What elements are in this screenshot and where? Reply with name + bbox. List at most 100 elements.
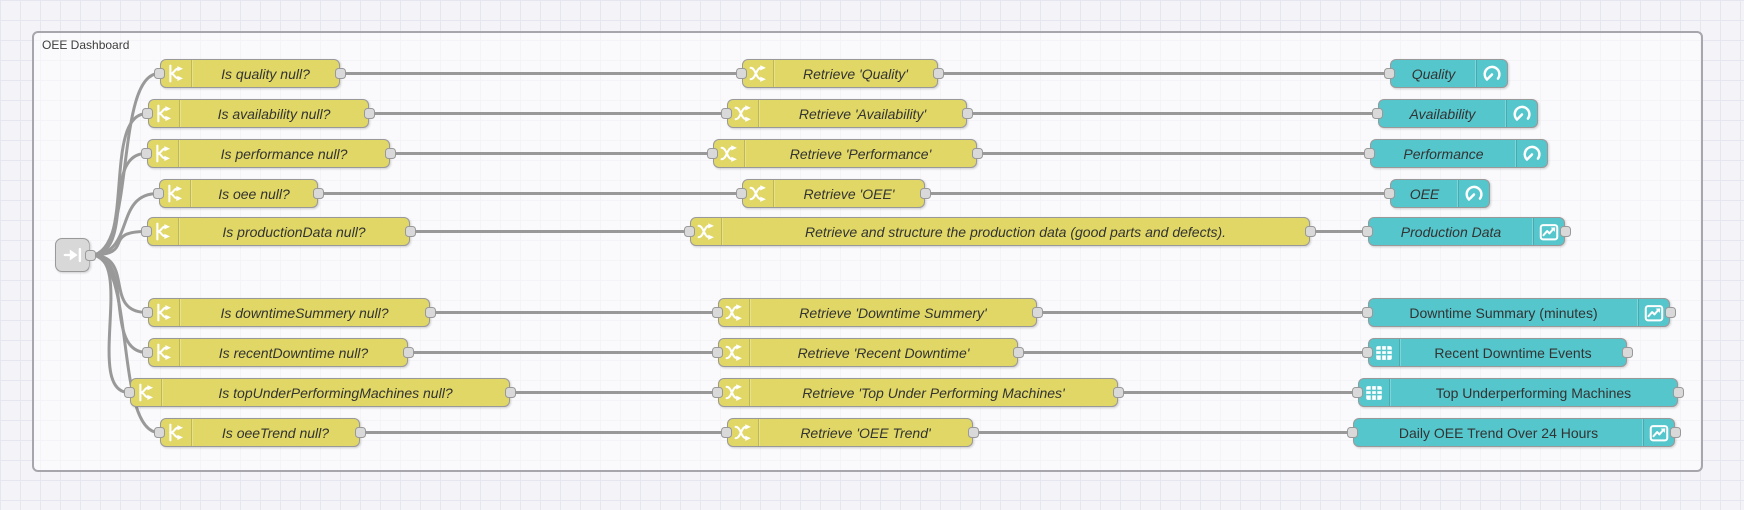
- ui-table-top-underperforming-machines[interactable]: Top Underperforming Machines: [1352, 378, 1684, 407]
- node-label: Is performance null?: [220, 145, 348, 162]
- switch-icon: [148, 140, 179, 167]
- node-label: Retrieve 'OEE Trend': [800, 424, 931, 441]
- gauge-icon: [1506, 100, 1537, 127]
- output-port[interactable]: [505, 387, 516, 398]
- change-retrieve-performance[interactable]: Retrieve 'Performance': [707, 139, 983, 168]
- output-port[interactable]: [85, 249, 96, 261]
- output-port[interactable]: [933, 68, 944, 79]
- input-port[interactable]: [154, 427, 165, 438]
- switch-is-performance-null[interactable]: Is performance null?: [141, 139, 396, 168]
- change-icon: [691, 218, 722, 245]
- link-in-node[interactable]: [55, 238, 96, 272]
- ui-chart-production-data[interactable]: Production Data: [1362, 217, 1571, 246]
- output-port[interactable]: [1032, 307, 1043, 318]
- output-port[interactable]: [1622, 347, 1633, 358]
- switch-icon: [149, 100, 180, 127]
- input-port[interactable]: [154, 68, 165, 79]
- change-retrieve-quality[interactable]: Retrieve 'Quality': [736, 59, 944, 88]
- output-port[interactable]: [1670, 427, 1681, 438]
- ui-table-recent-downtime-events[interactable]: Recent Downtime Events: [1362, 338, 1633, 367]
- node-label: Availability: [1409, 105, 1476, 122]
- input-port[interactable]: [142, 108, 153, 119]
- switch-is-availability-null[interactable]: Is availability null?: [142, 99, 375, 128]
- table-icon: [1369, 339, 1400, 366]
- output-port[interactable]: [968, 427, 979, 438]
- switch-is-downtimesummery-null[interactable]: Is downtimeSummery null?: [142, 298, 436, 327]
- node-label: Daily OEE Trend Over 24 Hours: [1398, 424, 1599, 441]
- input-port[interactable]: [1384, 188, 1395, 199]
- input-port[interactable]: [1362, 226, 1373, 237]
- switch-is-topunderperformingmachines-null[interactable]: Is topUnderPerformingMachines null?: [124, 378, 516, 407]
- input-port[interactable]: [153, 188, 164, 199]
- node-label: Is productionData null?: [222, 223, 366, 240]
- output-port[interactable]: [1305, 226, 1316, 237]
- ui-gauge-oee[interactable]: OEE: [1384, 179, 1490, 208]
- change-retrieve-oee-trend[interactable]: Retrieve 'OEE Trend': [721, 418, 979, 447]
- ui-chart-daily-oee-trend[interactable]: Daily OEE Trend Over 24 Hours: [1347, 418, 1681, 447]
- node-label: Downtime Summary (minutes): [1409, 304, 1598, 321]
- gauge-icon: [1476, 60, 1507, 87]
- switch-is-recentdowntime-null[interactable]: Is recentDowntime null?: [142, 338, 414, 367]
- change-retrieve-availability[interactable]: Retrieve 'Availability': [721, 99, 973, 128]
- input-port[interactable]: [712, 347, 723, 358]
- input-port[interactable]: [1352, 387, 1363, 398]
- output-port[interactable]: [364, 108, 375, 119]
- input-port[interactable]: [712, 307, 723, 318]
- output-port[interactable]: [335, 68, 346, 79]
- output-port[interactable]: [920, 188, 931, 199]
- output-port[interactable]: [425, 307, 436, 318]
- output-port[interactable]: [1665, 307, 1676, 318]
- change-retrieve-top-under-performing[interactable]: Retrieve 'Top Under Performing Machines': [712, 378, 1124, 407]
- output-port[interactable]: [313, 188, 324, 199]
- input-port[interactable]: [1362, 307, 1373, 318]
- change-retrieve-production-data[interactable]: Retrieve and structure the production da…: [684, 217, 1316, 246]
- switch-is-quality-null[interactable]: Is quality null?: [154, 59, 346, 88]
- input-port[interactable]: [124, 387, 135, 398]
- switch-is-oeetrend-null[interactable]: Is oeeTrend null?: [154, 418, 366, 447]
- ui-chart-downtime-summary[interactable]: Downtime Summary (minutes): [1362, 298, 1676, 327]
- output-port[interactable]: [1673, 387, 1684, 398]
- input-port[interactable]: [1362, 347, 1373, 358]
- input-port[interactable]: [712, 387, 723, 398]
- input-port[interactable]: [736, 188, 747, 199]
- input-port[interactable]: [142, 347, 153, 358]
- change-icon: [728, 419, 759, 446]
- output-port[interactable]: [972, 148, 983, 159]
- input-port[interactable]: [142, 307, 153, 318]
- output-port[interactable]: [1013, 347, 1024, 358]
- input-port[interactable]: [736, 68, 747, 79]
- input-port[interactable]: [1347, 427, 1358, 438]
- input-port[interactable]: [707, 148, 718, 159]
- input-port[interactable]: [1364, 148, 1375, 159]
- output-port[interactable]: [405, 226, 416, 237]
- input-port[interactable]: [721, 108, 732, 119]
- output-port[interactable]: [385, 148, 396, 159]
- node-label: Retrieve 'Quality': [803, 65, 908, 82]
- gauge-icon: [1516, 140, 1547, 167]
- node-label: Retrieve 'Availability': [798, 105, 927, 122]
- input-port[interactable]: [141, 226, 152, 237]
- ui-gauge-availability[interactable]: Availability: [1372, 99, 1538, 128]
- output-port[interactable]: [1113, 387, 1124, 398]
- output-port[interactable]: [355, 427, 366, 438]
- input-port[interactable]: [1372, 108, 1383, 119]
- gauge-icon: [1458, 180, 1489, 207]
- output-port[interactable]: [962, 108, 973, 119]
- switch-icon: [161, 419, 192, 446]
- input-port[interactable]: [141, 148, 152, 159]
- input-port[interactable]: [684, 226, 695, 237]
- switch-is-productiondata-null[interactable]: Is productionData null?: [141, 217, 416, 246]
- change-retrieve-oee[interactable]: Retrieve 'OEE': [736, 179, 931, 208]
- ui-gauge-performance[interactable]: Performance: [1364, 139, 1548, 168]
- change-retrieve-downtime-summery[interactable]: Retrieve 'Downtime Summery': [712, 298, 1043, 327]
- output-port[interactable]: [1560, 226, 1571, 237]
- change-retrieve-recent-downtime[interactable]: Retrieve 'Recent Downtime': [712, 338, 1024, 367]
- change-icon: [743, 180, 774, 207]
- input-port[interactable]: [1384, 68, 1395, 79]
- input-port[interactable]: [721, 427, 732, 438]
- output-port[interactable]: [403, 347, 414, 358]
- ui-gauge-quality[interactable]: Quality: [1384, 59, 1508, 88]
- switch-is-oee-null[interactable]: Is oee null?: [153, 179, 324, 208]
- switch-icon: [149, 339, 180, 366]
